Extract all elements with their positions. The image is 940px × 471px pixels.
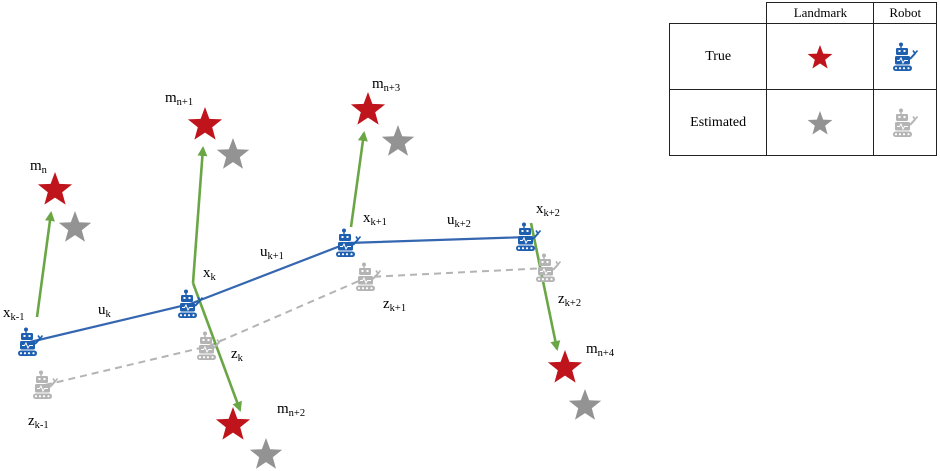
true-robot-icon: [178, 289, 204, 318]
true-trajectory: [29, 235, 529, 344]
legend-row-true: True: [668, 23, 768, 90]
blue-robot-icon: [893, 42, 919, 71]
estimated-pose-label-zk+1: zk+1: [383, 296, 406, 314]
true-pose-label-xk+2: xk+2: [536, 201, 560, 219]
control-label-uk+2: uk+2: [447, 212, 471, 230]
legend-col-landmark: Landmark: [766, 2, 875, 24]
true-pose-label-xk+1: xk+1: [363, 210, 387, 228]
legend-col-robot: Robot: [873, 2, 937, 24]
true-pose-label-xk-1: xk-1: [3, 305, 25, 323]
estimated-landmark-star-icon: [381, 125, 415, 156]
true-robot-icon: [18, 327, 44, 356]
legend-true-landmark: [766, 23, 875, 90]
observation-arrow: [529, 222, 561, 351]
landmark-label-mn+2: mn+2: [277, 401, 305, 419]
estimated-robot-icon: [536, 253, 562, 282]
landmark-label-mn+4: mn+4: [586, 341, 615, 359]
legend-estimated-landmark: [766, 89, 875, 156]
estimated-robot-icon: [356, 262, 382, 291]
legend-estimated-star-shape: [807, 110, 833, 134]
legend-row-estimated: Estimated: [668, 89, 768, 156]
landmark-label-mn+1: mn+1: [165, 90, 193, 108]
estimated-robot-icon: [197, 331, 223, 360]
estimated-trajectory: [44, 267, 549, 386]
control-label-uk: uk: [98, 302, 112, 320]
estimated-landmark-star-icon: [249, 438, 283, 469]
estimated-pose-label-zk: zk: [231, 346, 244, 364]
gray-star-icon: [807, 110, 833, 134]
true-landmark-star-icon: [350, 92, 386, 125]
observation-arrow: [349, 131, 368, 228]
legend-corner: [669, 2, 768, 24]
true-landmark-star-icon: [547, 350, 583, 383]
estimated-pose-label-zk+2: zk+2: [558, 291, 581, 309]
legend-estimated-robot: [873, 89, 937, 156]
true-robot-icon: [336, 228, 362, 257]
estimated-landmark-star-icon: [58, 211, 92, 242]
observation-arrow: [191, 146, 208, 284]
legend-true-robot: [873, 23, 937, 90]
true-landmark-star-icon: [187, 107, 223, 140]
estimated-landmark-star-icon: [216, 138, 250, 169]
legend-table: Landmark Robot True Estimated: [668, 2, 937, 156]
true-landmark-star-icon: [215, 407, 251, 440]
true-landmark-star-icon: [37, 172, 73, 205]
estimated-landmark-star-icon: [568, 389, 602, 420]
red-star-icon: [807, 44, 833, 68]
true-pose-label-xk: xk: [203, 265, 217, 283]
observation-arrow: [35, 211, 55, 318]
estimated-pose-label-zk-1: zk-1: [28, 413, 49, 431]
landmark-label-mn+3: mn+3: [372, 76, 400, 94]
landmark-label-mn: mn: [30, 158, 48, 176]
control-label-uk+1: uk+1: [260, 244, 284, 262]
legend-true-robot-shape: [893, 42, 919, 71]
estimated-robot-icon: [33, 370, 59, 399]
legend-true-star-shape: [807, 44, 833, 68]
true-robot-icon: [516, 222, 542, 251]
legend-estimated-robot-shape: [893, 108, 919, 137]
gray-robot-icon: [893, 108, 919, 137]
